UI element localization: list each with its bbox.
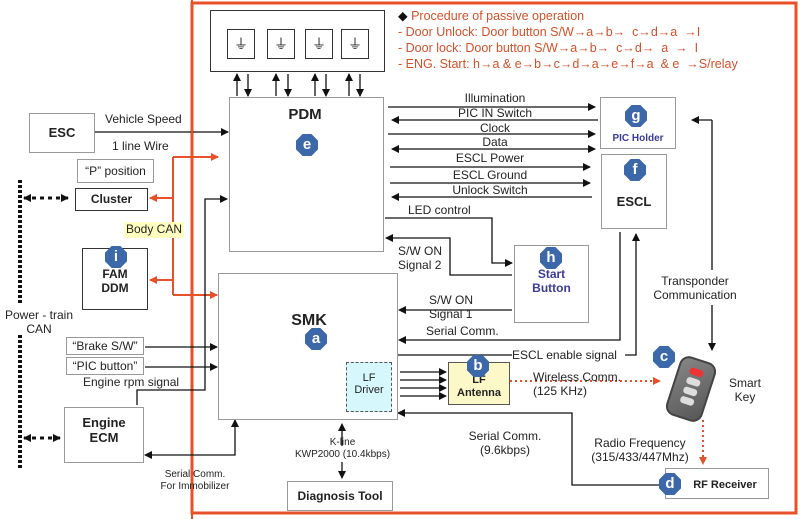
immobilizer-serial-wire: [144, 419, 239, 459]
engine-rpm-label: Engine rpm signal: [83, 375, 180, 389]
procedure-notes: ◆ Procedure of passive operation - Door …: [398, 8, 738, 72]
escl-ground-label: ESCL Ground: [452, 168, 528, 182]
clock-label: Clock: [479, 121, 510, 135]
body-can-label: Body CAN: [124, 222, 185, 238]
pdm-label: PDM: [288, 106, 322, 123]
engine-rpm-wire: [136, 195, 228, 405]
escl-enable-label: ESCL enable signal: [512, 348, 617, 363]
brake-sw-box: “Brake S/W”: [66, 337, 144, 355]
smart-key-label: Smart Key: [728, 376, 761, 404]
procedure-title: Procedure of passive operation: [411, 9, 585, 23]
pic-holder-label: PIC Holder: [612, 133, 664, 144]
vehicle-speed-label: Vehicle Speed: [105, 112, 182, 126]
lf-driver: LF Driver: [346, 362, 392, 412]
badge-g: g: [625, 105, 647, 127]
relay-icon: ⏚: [305, 29, 333, 59]
badge-h: h: [540, 247, 562, 269]
engine-ecm-label: Engine ECM: [82, 415, 126, 445]
kline-label: K-line KWP2000 (10.4kbps): [294, 437, 391, 460]
serial-96-label: Serial Comm. (9.6kbps): [468, 429, 542, 457]
cluster-module: Cluster: [75, 188, 148, 211]
badge-e: e: [296, 134, 318, 156]
pdm-module: PDM e: [229, 97, 384, 252]
wireless-label: Wireless Comm. (125 KHz): [533, 370, 622, 398]
smk-module: SMK a LF Driver: [218, 273, 398, 420]
rf-receiver: RF Receiver: [665, 468, 769, 499]
engine-ecm-module: Engine ECM: [64, 407, 144, 463]
esc-module: ESC: [29, 113, 95, 153]
pic-button-label: “PIC button”: [72, 359, 138, 373]
procedure-door-lock: - Door lock: Door button S/W→a→b→ c→d→ a…: [398, 41, 699, 55]
smk-label: SMK: [291, 312, 327, 329]
badge-d: d: [659, 473, 681, 495]
unlock-switch-label: Unlock Switch: [452, 183, 528, 197]
relay-arrows: [233, 73, 364, 97]
pic-in-switch-label: PIC IN Switch: [457, 106, 532, 120]
escl-label: ESCL: [616, 194, 652, 209]
relay-icon: ⏚: [341, 29, 369, 59]
transponder-label: Transponder Communication: [645, 274, 745, 303]
procedure-eng-start: - ENG. Start: h→a & e→b→c→d→a→e→f→a & e …: [398, 57, 738, 71]
badge-i: i: [105, 246, 127, 268]
esc-label: ESC: [48, 125, 76, 140]
sw-on-2-label: S/W ON Signal 2: [398, 244, 442, 272]
data-label: Data: [482, 135, 508, 149]
diagnosis-tool: Diagnosis Tool: [287, 481, 393, 511]
lf-antenna-label: LF Antenna: [457, 374, 501, 399]
diagnosis-tool-label: Diagnosis Tool: [297, 489, 383, 503]
relay-icon: ⏚: [267, 29, 295, 59]
badge-a: a: [305, 328, 327, 350]
brake-sw-label: “Brake S/W”: [72, 339, 138, 353]
p-position-box: “P” position: [77, 159, 154, 183]
led-control-label: LED control: [408, 203, 471, 217]
relay-icon: ⏚: [227, 29, 255, 59]
escl-power-label: ESCL Power: [455, 151, 525, 165]
sw-on-1-label: S/W ON Signal 1: [429, 293, 473, 321]
procedure-door-unlock: - Door Unlock: Door button S/W→a→b→ c→d→…: [398, 25, 701, 39]
badge-b: b: [467, 355, 489, 377]
relay-panel: ⏚ ⏚ ⏚ ⏚: [210, 10, 385, 72]
one-line-wire-label: 1 line Wire: [112, 139, 169, 153]
badge-f: f: [624, 159, 646, 181]
radio-frequency-label: Radio Frequency (315/433/447Mhz): [591, 436, 689, 464]
badge-c: c: [653, 346, 675, 368]
fam-ddm-label: FAM DDM: [101, 267, 129, 295]
powertrain-can-label: Power - train CAN: [4, 308, 74, 336]
rf-receiver-label: RF Receiver: [693, 479, 757, 491]
body-can-bus: [149, 0, 219, 519]
immobilizer-label: Serial Comm. For Immobilizer: [160, 469, 230, 492]
pic-button-box: “PIC button”: [66, 357, 144, 375]
cluster-label: Cluster: [90, 192, 133, 206]
p-position-label: “P” position: [85, 164, 146, 178]
illumination-label: Illumination: [464, 91, 526, 105]
start-button-label: Start Button: [532, 267, 571, 295]
diamond-bullet-icon: ◆: [398, 9, 412, 23]
serial-comm-label: Serial Comm.: [426, 324, 499, 338]
